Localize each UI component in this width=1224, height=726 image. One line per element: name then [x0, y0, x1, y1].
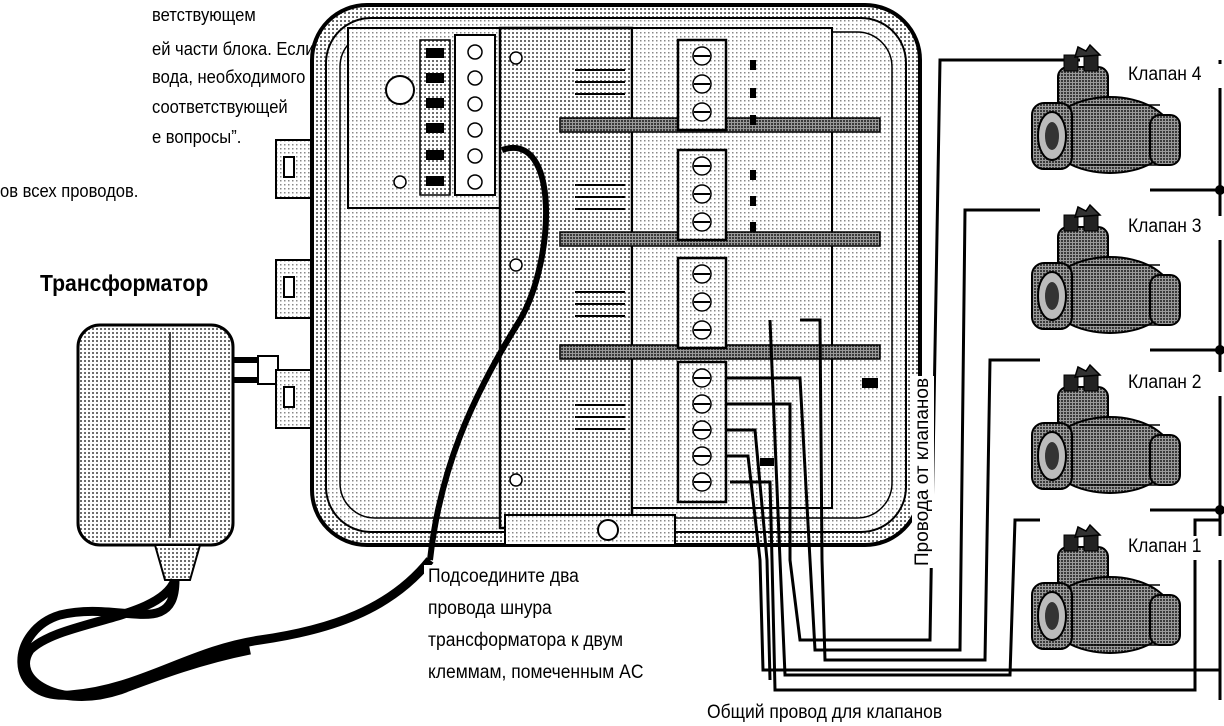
common-wire-label: Общий провод для клапанов — [707, 702, 943, 723]
valve-4-label: Клапан 4 — [1128, 64, 1202, 85]
intro-line-2: ей части блока. Если — [152, 39, 315, 59]
intro-line-4: соответствующей — [152, 97, 288, 117]
connect-note-line-4: клеммам, помеченным AC — [428, 662, 644, 683]
transformer — [17, 323, 434, 701]
transformer-label: Трансформатор — [40, 270, 209, 296]
intro-line-5: е вопросы”. — [152, 127, 242, 147]
connect-note-line-3: трансформатора к двум — [428, 630, 624, 651]
valve-3-label: Клапан 3 — [1128, 216, 1202, 237]
connect-note-line-2: провода шнура — [428, 598, 552, 619]
connect-note-line-1: Подсоедините два — [428, 566, 579, 587]
intro-line-3: вода, необходимого — [152, 67, 306, 87]
controller-case — [275, 3, 922, 547]
transformer-cord — [427, 144, 550, 561]
valve-2-label: Клапан 2 — [1128, 372, 1202, 393]
valve-wires — [726, 58, 1222, 700]
intro-line-1: ветствующем — [152, 5, 256, 25]
valve-wires-label: Провода от клапанов — [912, 375, 934, 568]
intro-line-6: ов всех проводов. — [0, 181, 139, 201]
valve-1-label: Клапан 1 — [1128, 536, 1202, 557]
